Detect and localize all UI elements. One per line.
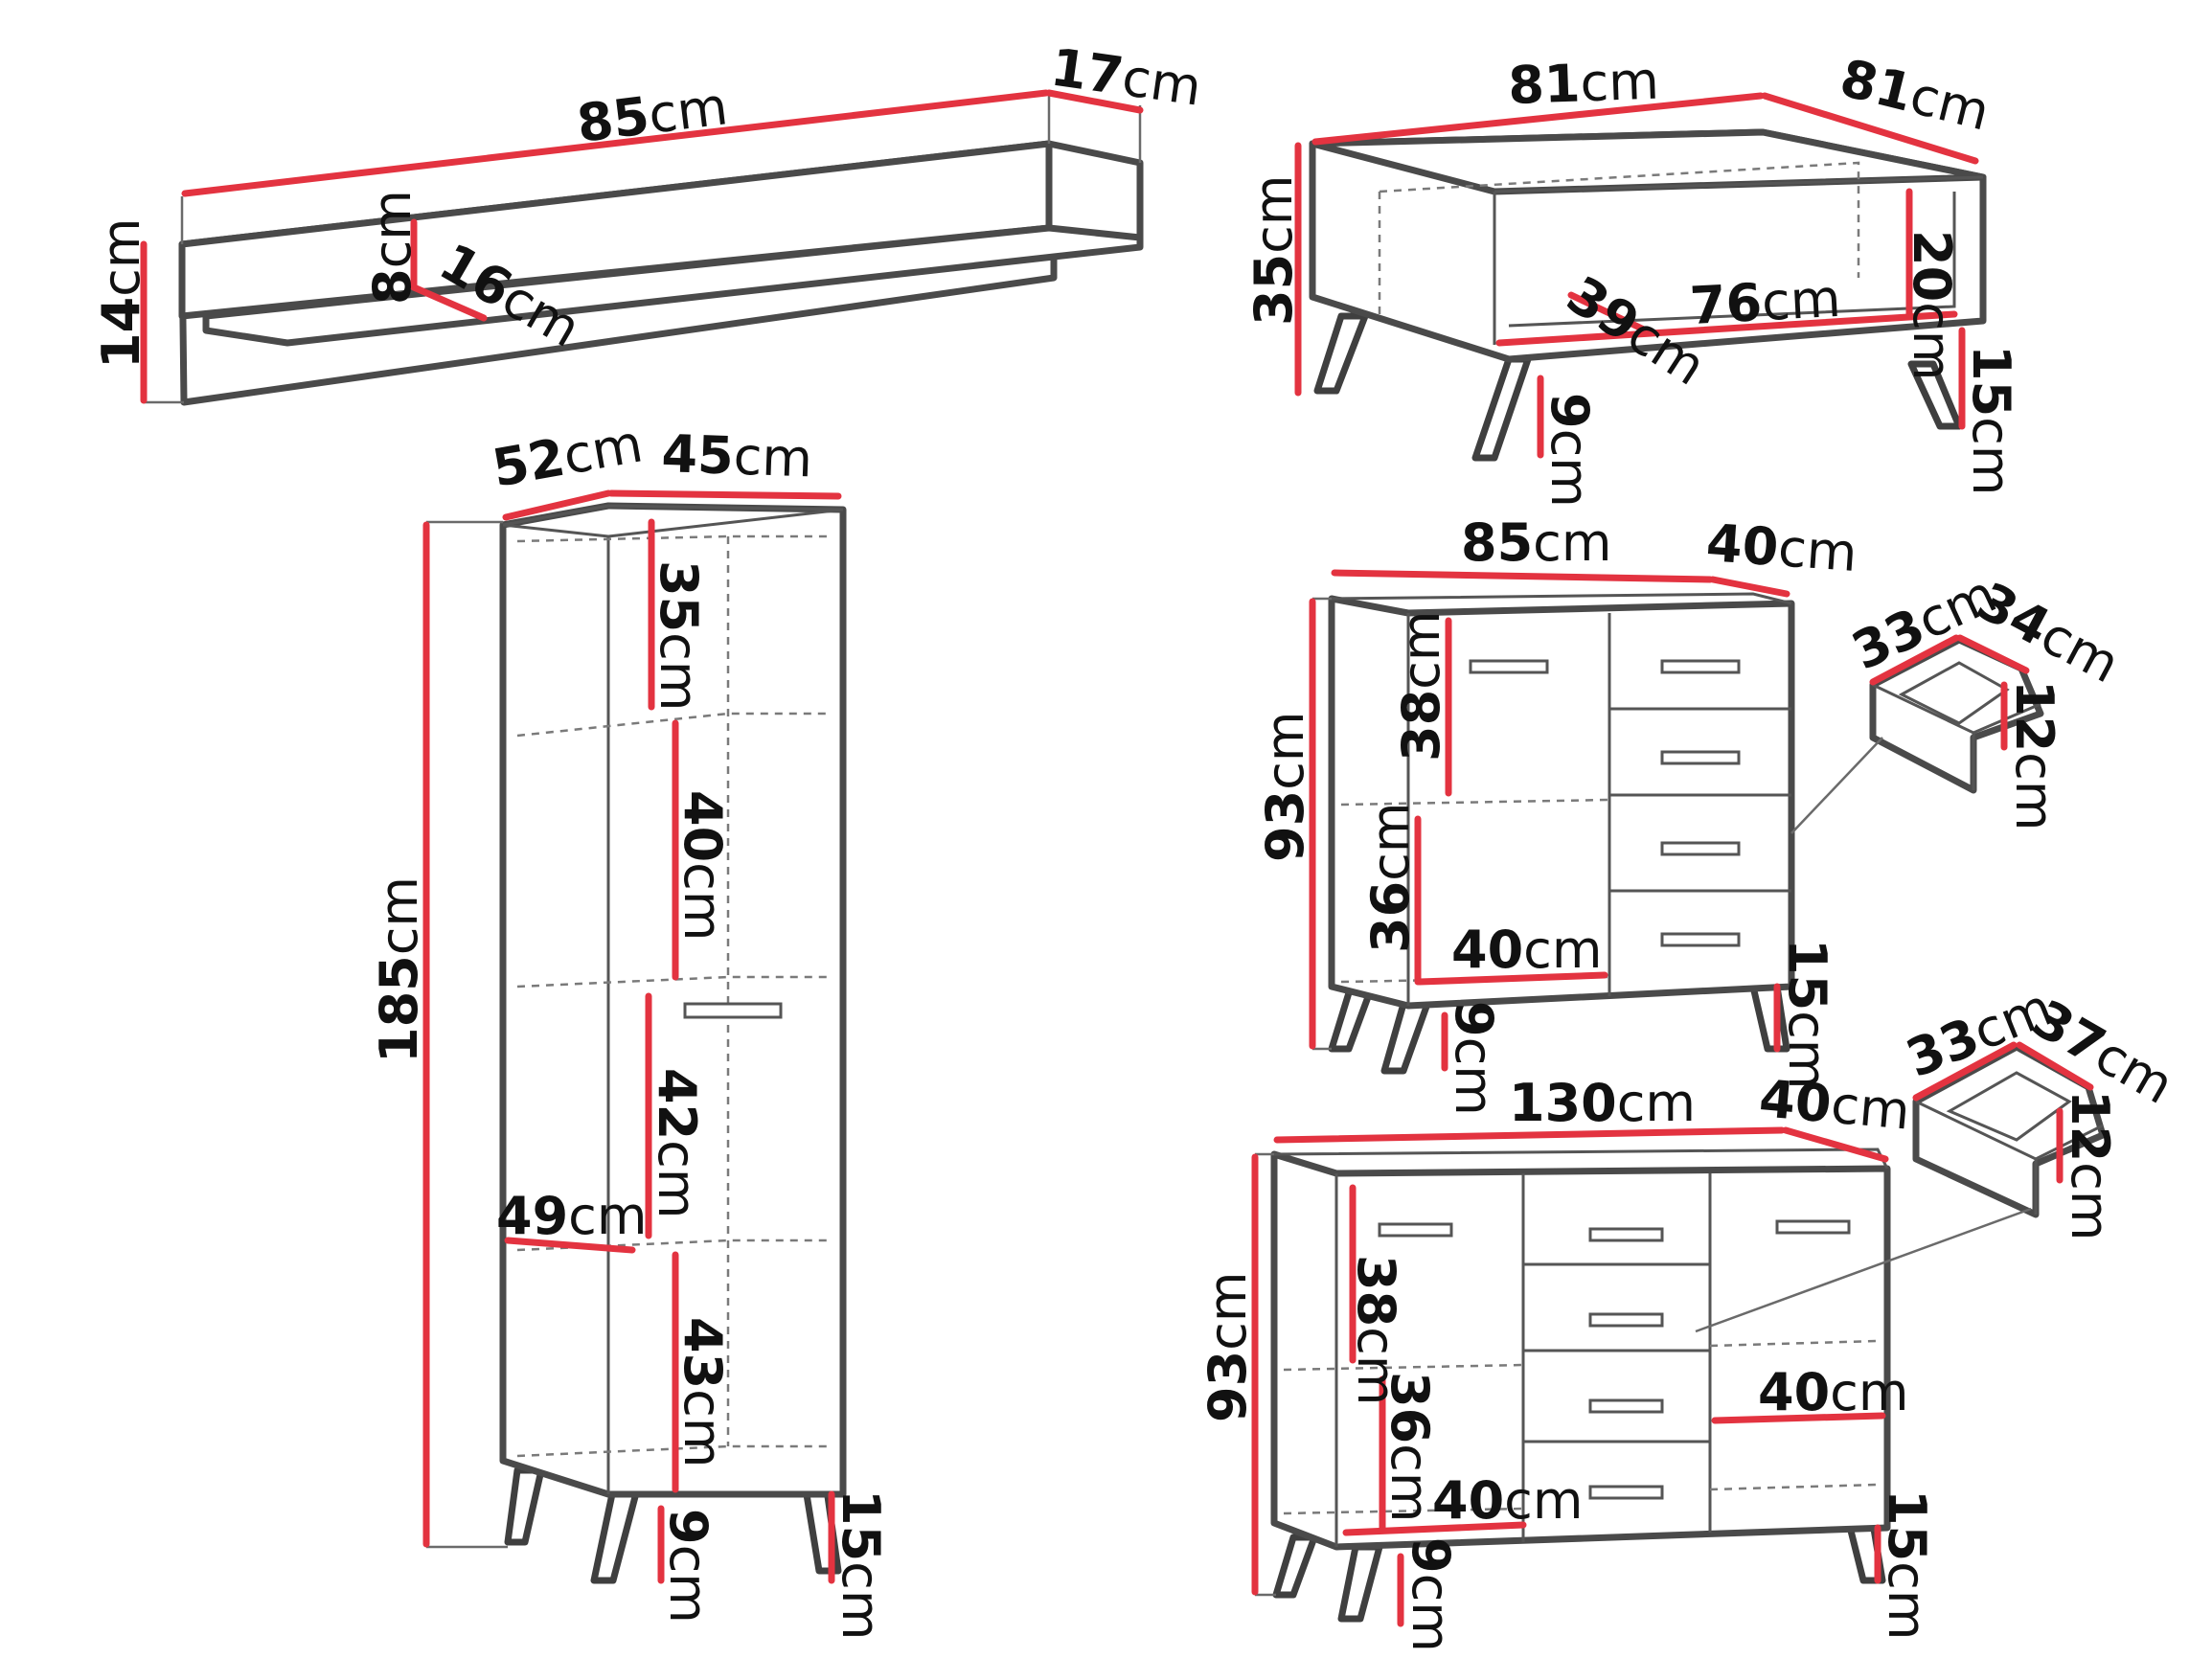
wall-shelf-width-line bbox=[181, 89, 1050, 197]
label-coffee-table-width: 81cm bbox=[1507, 51, 1660, 116]
small-sideboard-drawer-handle bbox=[1660, 750, 1741, 765]
coffee-table-inner-depth-line bbox=[1567, 291, 1650, 334]
large-sideboard-drawer-handle bbox=[1588, 1227, 1664, 1242]
wall-shelf-shelf-depth-line bbox=[410, 284, 488, 322]
small-sideboard-drawer bbox=[1790, 634, 2044, 834]
large-sideboard-width-line bbox=[1273, 1126, 1786, 1144]
label-large-sideboard-inner-width-right: 40cm bbox=[1758, 1362, 1908, 1422]
label-small-sideboard-depth: 40cm bbox=[1704, 512, 1859, 583]
label-large-sideboard-leg-height: 15cm bbox=[1877, 1489, 1937, 1640]
label-coffee-table-leg-clearance: 9cm bbox=[1539, 393, 1600, 508]
label-small-sideboard-width: 85cm bbox=[1461, 512, 1611, 573]
label-wall-shelf-height: 14cm bbox=[91, 218, 151, 369]
large-sideboard-drawer bbox=[1695, 1041, 2107, 1333]
label-coffee-table-inner-width: 76cm bbox=[1688, 268, 1842, 336]
label-tall-cabinet-inner-depth: 49cm bbox=[496, 1186, 647, 1246]
tall-cabinet-inner-depth-line bbox=[504, 1237, 636, 1254]
large-sideboard-door-handle bbox=[1378, 1222, 1453, 1238]
large-sideboard-inner-width-left-line bbox=[1342, 1521, 1527, 1536]
coffee-table bbox=[1294, 92, 1987, 462]
tall-cabinet-leg bbox=[590, 1486, 641, 1584]
label-tall-cabinet-width: 45cm bbox=[661, 423, 814, 489]
small-sideboard-drawer-handle bbox=[1660, 659, 1741, 674]
label-tall-cabinet-leg-height: 15cm bbox=[831, 1489, 891, 1640]
label-coffee-table-height: 35cm bbox=[1243, 175, 1304, 326]
label-small-sideboard-leg-clearance: 9cm bbox=[1444, 1001, 1504, 1116]
coffee-table-front-frame bbox=[1493, 175, 1984, 345]
label-large-sideboard-leg-clearance: 9cm bbox=[1401, 1537, 1461, 1652]
label-large-sideboard-lower-space: 36cm bbox=[1380, 1372, 1440, 1522]
label-wall-shelf-depth: 17cm bbox=[1047, 36, 1205, 117]
label-large-sideboard-upper-space: 38cm bbox=[1346, 1255, 1406, 1405]
large-sideboard-leg bbox=[1272, 1534, 1318, 1599]
label-coffee-table-leg-height: 15cm bbox=[1961, 345, 2021, 495]
wall-shelf-board bbox=[202, 224, 1144, 347]
coffee-table-depth-line bbox=[1761, 92, 1979, 165]
large-sideboard bbox=[1251, 1126, 1891, 1627]
label-large-sideboard-inner-width-left: 40cm bbox=[1432, 1470, 1583, 1531]
label-tall-cabinet-height: 185cm bbox=[369, 876, 429, 1063]
large-sideboard-drawer-handle bbox=[1588, 1398, 1664, 1414]
small-drawer-depth-line bbox=[1956, 634, 2030, 674]
large-drawer-depth-line bbox=[2016, 1041, 2094, 1091]
label-large-drawer-height: 12cm bbox=[2060, 1090, 2120, 1240]
label-tall-cabinet-leg-clearance: 9cm bbox=[658, 1509, 718, 1624]
label-wall-shelf-width: 85cm bbox=[574, 76, 731, 154]
small-sideboard bbox=[1309, 569, 1795, 1075]
coffee-table-width-line bbox=[1311, 92, 1765, 146]
tall-cabinet bbox=[422, 489, 847, 1584]
small-sideboard-inner-width-line bbox=[1416, 971, 1608, 986]
label-tall-cabinet-shelf-2: 40cm bbox=[673, 790, 733, 941]
label-small-sideboard-inner-width: 40cm bbox=[1451, 920, 1602, 980]
large-sideboard-drawer-handle bbox=[1588, 1312, 1664, 1328]
tall-cabinet-depth-line bbox=[502, 489, 612, 521]
label-wall-shelf-shelf-height: 8cm bbox=[362, 190, 422, 305]
label-large-sideboard-depth: 40cm bbox=[1757, 1068, 1912, 1141]
tall-cabinet-top bbox=[502, 504, 844, 538]
tall-cabinet-handle bbox=[683, 1002, 783, 1019]
dimension-labels: 85cm 17cm 14cm 8cm 16cm 81cm 81cm 35cm 7… bbox=[91, 36, 2183, 1651]
label-large-sideboard-width: 130cm bbox=[1509, 1073, 1696, 1133]
label-small-sideboard-height: 93cm bbox=[1255, 712, 1315, 862]
wall-shelf bbox=[140, 89, 1144, 406]
tall-cabinet-width-line bbox=[607, 489, 842, 500]
label-tall-cabinet-shelf-4: 43cm bbox=[673, 1317, 733, 1467]
small-sideboard-leg bbox=[1380, 1000, 1431, 1075]
large-drawer-width-line bbox=[1912, 1041, 2018, 1102]
label-small-sideboard-lower-space: 36cm bbox=[1360, 803, 1421, 953]
label-small-drawer-height: 12cm bbox=[2004, 680, 2064, 830]
coffee-table-inner-width-line bbox=[1495, 310, 1958, 347]
small-sideboard-drawer-handle bbox=[1660, 932, 1741, 947]
coffee-table-leg bbox=[1313, 312, 1369, 395]
small-drawer-width-line bbox=[1869, 634, 1960, 686]
label-tall-cabinet-shelf-1: 35cm bbox=[649, 560, 709, 711]
label-small-sideboard-leg-height: 15cm bbox=[1777, 939, 1837, 1089]
large-sideboard-drawer-handle bbox=[1588, 1485, 1664, 1500]
coffee-table-leg bbox=[1471, 355, 1532, 462]
small-sideboard-width-line bbox=[1331, 569, 1714, 583]
label-coffee-table-opening-height: 20cm bbox=[1902, 230, 1962, 380]
large-sideboard-depth-line bbox=[1782, 1126, 1889, 1163]
wall-shelf-depth-line bbox=[1045, 89, 1144, 114]
label-large-sideboard-height: 93cm bbox=[1197, 1272, 1258, 1422]
tall-cabinet-leg bbox=[504, 1466, 545, 1546]
label-tall-cabinet-shelf-3: 42cm bbox=[647, 1068, 707, 1218]
label-small-sideboard-upper-space: 38cm bbox=[1391, 611, 1451, 761]
large-sideboard-door-handle bbox=[1775, 1219, 1851, 1235]
label-tall-cabinet-depth: 52cm bbox=[488, 413, 647, 498]
small-sideboard-door-handle bbox=[1469, 659, 1549, 674]
small-sideboard-drawer-handle bbox=[1660, 841, 1741, 856]
small-sideboard-depth-line bbox=[1709, 576, 1790, 598]
large-sideboard-inner-width-right-line bbox=[1711, 1412, 1886, 1424]
large-sideboard-leg bbox=[1337, 1543, 1383, 1623]
